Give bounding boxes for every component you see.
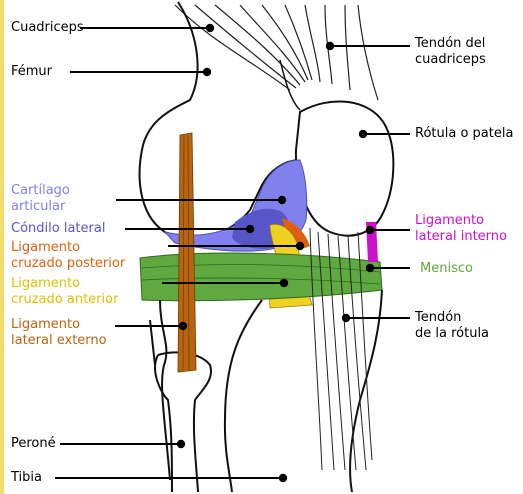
label-lig-cruzado-anterior: Ligamento cruzado anterior bbox=[11, 276, 118, 308]
label-tibia: Tibia bbox=[11, 470, 42, 486]
quadriceps-muscle bbox=[175, 5, 378, 100]
tibia-bone bbox=[150, 300, 262, 492]
lateral-collateral-ligament bbox=[178, 133, 196, 372]
label-rotula: Rótula o patela bbox=[415, 126, 513, 142]
label-cuadriceps: Cuadriceps bbox=[11, 20, 84, 36]
label-menisco: Menisco bbox=[420, 261, 473, 277]
label-cartilago: Cartílago articular bbox=[11, 183, 70, 215]
meniscus bbox=[140, 253, 382, 301]
label-lig-lateral-externo: Ligamento lateral externo bbox=[11, 317, 107, 349]
left-border-stripe bbox=[0, 0, 4, 494]
label-tendon-cuadriceps: Tendón del cuadriceps bbox=[415, 36, 486, 68]
label-femur: Fémur bbox=[11, 64, 52, 80]
label-condilo: Cóndilo lateral bbox=[11, 221, 105, 237]
label-tendon-rotula: Tendón de la rótula bbox=[415, 310, 489, 342]
patella-bone bbox=[296, 101, 393, 235]
label-lig-lateral-interno: Ligamento lateral interno bbox=[415, 213, 507, 245]
label-lig-cruzado-posterior: Ligamento cruzado posterior bbox=[11, 240, 125, 272]
label-perone: Peroné bbox=[11, 436, 56, 452]
